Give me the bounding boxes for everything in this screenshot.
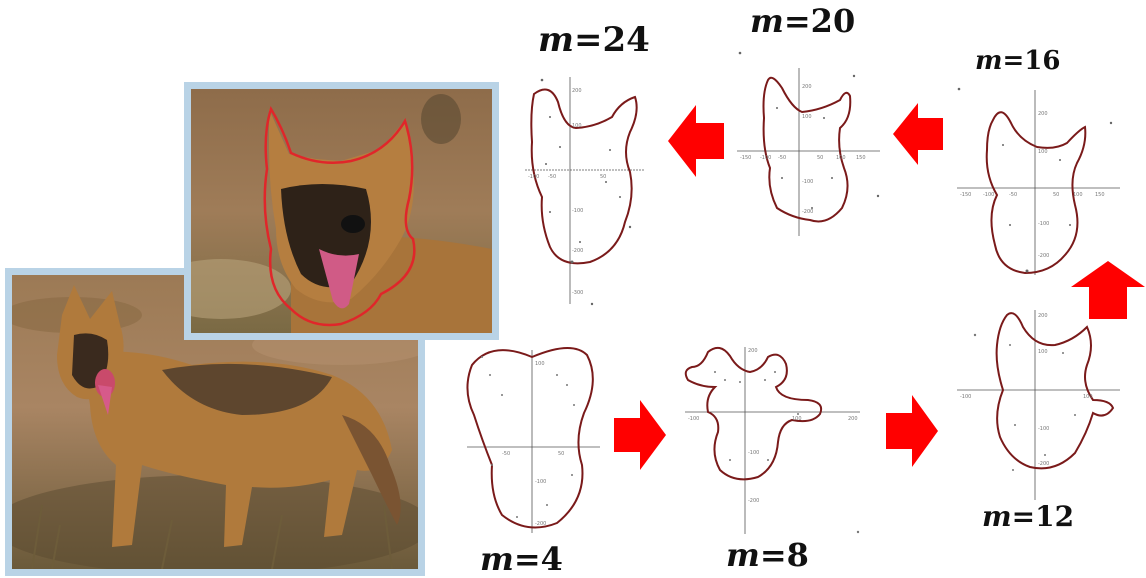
label-var: m [975,46,1003,76]
tick-label: 100 [535,361,545,367]
tick-label: 50 [600,174,606,180]
tick-label: 200 [748,348,758,354]
tick-label: -200 [535,521,546,527]
tick-label: -100 [688,416,699,422]
label-value: =4 [514,540,563,578]
tick-label: -200 [748,498,759,504]
tick-label: 100 [1038,149,1048,155]
label-value: =16 [1003,46,1061,76]
label-m8: m=8 [726,536,809,574]
label-value: =8 [760,536,809,574]
tick-label: -50 [778,155,786,161]
dog-head-photo [184,82,499,340]
label-var: m [726,536,760,574]
tick-label: 150 [856,155,866,161]
tick-label: 150 [1095,192,1105,198]
tick-label: 100 [1083,394,1093,400]
tick-label: -150 [960,192,971,198]
arrow-right-icon [614,400,666,470]
contour-plot-m8: 200 -100 100 200 -100 -200 [680,342,865,537]
tick-label: 100 [1073,192,1083,198]
label-value: =24 [574,20,650,60]
label-m24: m=24 [538,20,650,60]
contour-plot-m12: 200 100 -100 100 -100 -200 [955,305,1130,505]
tick-label: -100 [760,155,771,161]
tick-label: -100 [572,208,583,214]
label-value: =20 [784,2,855,40]
label-m16: m=16 [975,46,1060,76]
label-var: m [480,540,514,578]
contour-plot-m4: 100 -50 50 -100 -200 [462,335,607,535]
arrow-left-icon [668,105,724,177]
tick-label: -100 [983,192,994,198]
tick-label: -100 [1038,221,1049,227]
arrow-right-icon [886,395,938,467]
contour-plot-m20: 200 100 -150 -100 -50 50 100 150 -100 -2… [732,48,882,243]
tick-label: 100 [836,155,846,161]
tick-label: -200 [572,248,583,254]
tick-label: 200 [802,84,812,90]
tick-label: -300 [572,290,583,296]
label-m12: m=12 [982,500,1074,533]
tick-label: 100 [1038,349,1048,355]
tick-label: -100 [748,450,759,456]
tick-label: -200 [802,209,813,215]
tick-label: 200 [1038,111,1048,117]
tick-label: -50 [502,451,510,457]
tick-label: -100 [960,394,971,400]
arrow-left-icon [893,103,943,165]
tick-label: -150 [740,155,751,161]
tick-label: -100 [528,174,539,180]
tick-label: 100 [802,114,812,120]
contour-plot-m24: 200 100 -100 -50 50 -100 -200 -300 [520,72,650,312]
tick-label: 200 [1038,313,1048,319]
tick-label: -100 [802,179,813,185]
label-var: m [750,2,784,40]
label-value: =12 [1012,500,1074,533]
tick-label: 50 [1053,192,1059,198]
tick-label: 200 [572,88,582,94]
tick-label: -100 [535,479,546,485]
arrow-up-icon [1071,261,1145,319]
tick-label: -50 [1009,192,1017,198]
tick-label: -100 [1038,426,1049,432]
tick-label: 100 [792,416,802,422]
tick-label: -200 [1038,253,1049,259]
label-m4: m=4 [480,540,563,578]
label-var: m [982,500,1012,533]
label-m20: m=20 [750,2,855,40]
tick-label: -200 [1038,461,1049,467]
label-var: m [538,20,574,60]
tick-label: 100 [572,123,582,129]
tick-label: 200 [848,416,858,422]
contour-plot-m16: 200 100 -150 -100 -50 50 100 150 -100 -2… [955,85,1120,280]
tick-label: 50 [558,451,564,457]
tick-label: 50 [817,155,823,161]
dog-head-image [191,89,492,333]
tick-label: -50 [548,174,556,180]
